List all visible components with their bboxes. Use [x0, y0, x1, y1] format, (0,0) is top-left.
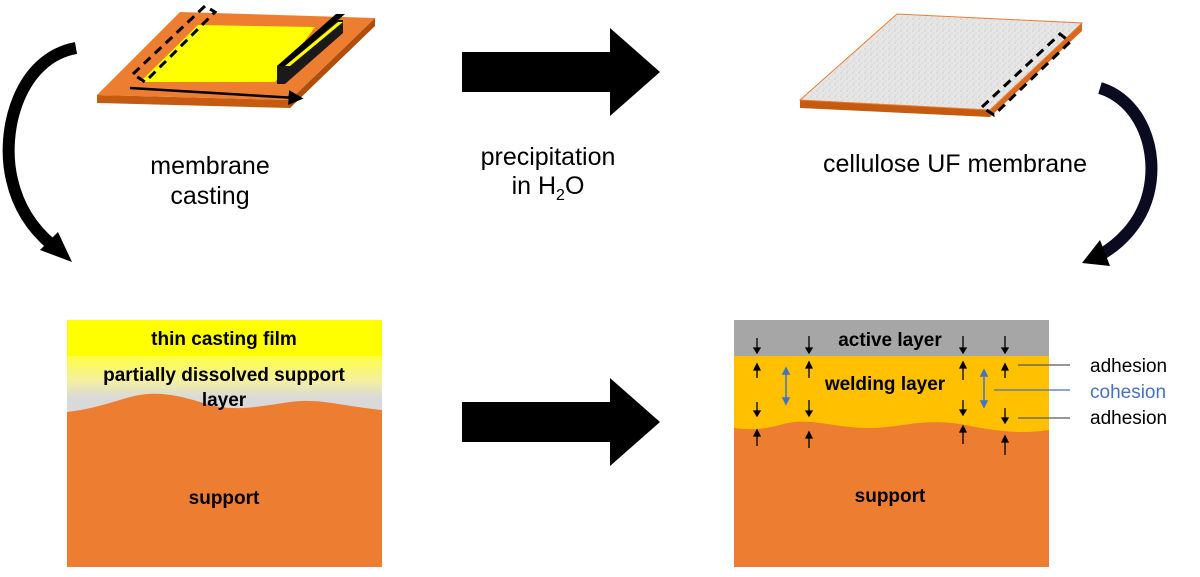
precipitation-label-line1: precipitation: [481, 143, 616, 171]
active-layer: [734, 320, 1049, 356]
membrane-side-right: [990, 23, 1082, 117]
membrane-side: [800, 100, 990, 117]
casting-plate-side: [97, 95, 290, 108]
curved-arrow-right: [1082, 82, 1158, 266]
membrane-sheet-illustration: [798, 13, 1084, 117]
adhesion-arrows: [752, 336, 1010, 455]
casting-label-line1: membrane: [150, 152, 270, 180]
dissolved-layer: [67, 355, 382, 412]
precip-prefix: in H: [512, 172, 556, 200]
dissolved-label-line1: partially dissolved support: [103, 365, 345, 386]
cohesion-arrow-left: [781, 366, 791, 406]
dissolved-label-line2: layer: [202, 390, 247, 411]
precipitation-label-line2: in H2O: [512, 172, 585, 204]
cohesion-arrow-right: [979, 368, 989, 409]
casting-label-line2: casting: [170, 182, 249, 210]
precip-subscript: 2: [556, 187, 565, 204]
casting-blade-slot: [285, 22, 343, 66]
casting-blade-front: [277, 20, 343, 84]
cohesion-arrows: [781, 366, 989, 409]
process-arrow-top: [462, 28, 660, 116]
welding-layer: [734, 355, 1049, 433]
active-layer-label: active layer: [838, 330, 942, 351]
casting-plate-side-right: [290, 18, 375, 108]
support-label-left: support: [189, 488, 260, 509]
adhesion-arrow-col2: [804, 336, 814, 448]
welding-layer-label: welding layer: [824, 374, 946, 395]
support-label-right: support: [855, 486, 926, 507]
left-cross-section: thin casting film partially dissolved su…: [67, 320, 382, 567]
cohesion-label: cohesion: [1090, 382, 1166, 403]
adhesion-bottom-label: adhesion: [1090, 408, 1167, 429]
casting-plate-illustration: [97, 4, 375, 108]
casting-direction-arrow: [129, 86, 304, 106]
thin-casting-film-label: thin casting film: [151, 329, 297, 350]
casting-film-area: [140, 25, 315, 82]
dashed-edge-box: [979, 32, 1073, 117]
casting-blade-top: [277, 14, 345, 66]
process-arrow-bottom: [462, 378, 660, 466]
curved-arrow-left: [2, 42, 78, 262]
adhesion-arrow-col1: [752, 338, 762, 446]
adhesion-top-label: adhesion: [1090, 356, 1167, 377]
support-layer-right: [734, 420, 1049, 567]
membrane-label: cellulose UF membrane: [823, 150, 1087, 178]
precip-suffix: O: [565, 172, 584, 200]
right-cross-section: active layer welding layer support: [734, 320, 1167, 567]
dashed-selection-box: [130, 4, 218, 84]
membrane-surface: [798, 13, 1084, 111]
adhesion-arrow-col4: [1000, 336, 1010, 455]
thin-casting-film-layer: [67, 320, 382, 356]
adhesion-arrow-col3: [958, 336, 968, 444]
